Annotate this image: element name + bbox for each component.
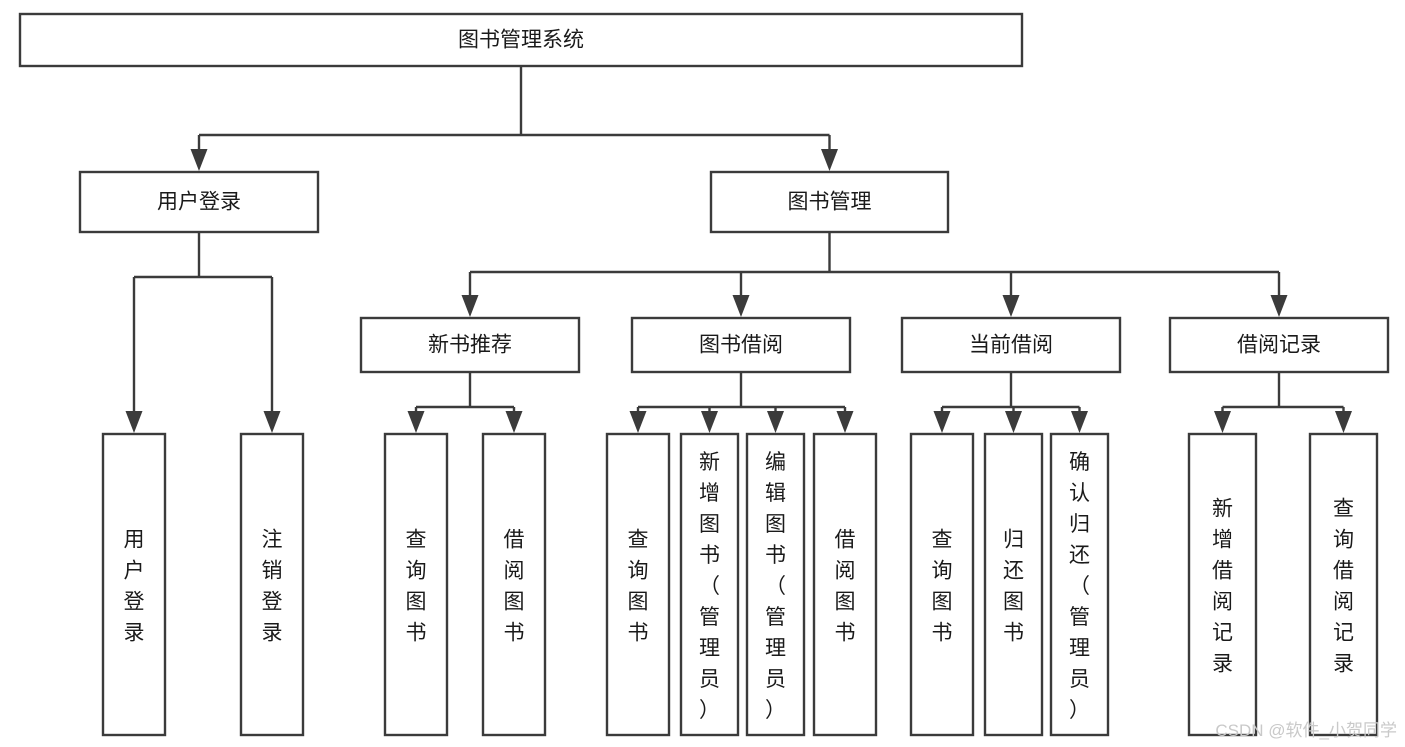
node-leaf-return-book[interactable]: 归还图书 <box>983 432 1044 737</box>
node-label-leaf-borrow-book-2: 借阅图书 <box>835 529 856 645</box>
node-leaf-confirm-return[interactable]: 确认归还（管理员） <box>1049 432 1110 737</box>
edge-group-root <box>190 66 838 171</box>
node-box-leaf-query-book-3[interactable] <box>909 432 975 737</box>
node-label-root: 图书管理系统 <box>458 29 584 52</box>
node-box-borrow-records[interactable] <box>1168 316 1390 374</box>
node-label-new-book-rec: 新书推荐 <box>428 334 512 357</box>
node-box-leaf-add-book[interactable] <box>679 432 740 737</box>
node-box-leaf-query-book-2[interactable] <box>605 432 671 737</box>
node-label-leaf-query-book-1: 查询图书 <box>406 529 427 645</box>
node-book-manage[interactable]: 图书管理 <box>709 170 950 234</box>
node-box-leaf-user-login[interactable] <box>101 432 167 737</box>
node-box-leaf-query-record[interactable] <box>1308 432 1379 737</box>
node-leaf-add-record[interactable]: 新增借阅记录 <box>1187 432 1258 737</box>
edge-group-user-login <box>125 232 281 433</box>
node-label-current-borrow: 当前借阅 <box>969 334 1053 357</box>
node-label-borrow-records: 借阅记录 <box>1237 334 1321 357</box>
node-label-user-login: 用户登录 <box>157 191 241 214</box>
node-box-leaf-edit-book[interactable] <box>745 432 806 737</box>
node-label-leaf-confirm-return: 确认归还（管理员） <box>1069 451 1090 722</box>
edge-group-new-book-rec <box>407 372 523 433</box>
edge-group-current-borrow <box>933 372 1088 433</box>
node-leaf-user-login[interactable]: 用户登录 <box>101 432 167 737</box>
node-leaf-query-book-3[interactable]: 查询图书 <box>909 432 975 737</box>
node-label-leaf-edit-book: 编辑图书（管理员） <box>765 451 786 722</box>
node-leaf-borrow-book-2[interactable]: 借阅图书 <box>812 432 878 737</box>
node-label-leaf-query-record: 查询借阅记录 <box>1333 498 1354 676</box>
node-box-root[interactable] <box>18 12 1024 68</box>
node-label-book-manage: 图书管理 <box>788 191 872 214</box>
node-box-book-borrow[interactable] <box>630 316 852 374</box>
node-leaf-edit-book[interactable]: 编辑图书（管理员） <box>745 432 806 737</box>
node-box-leaf-user-logout[interactable] <box>239 432 305 737</box>
node-box-leaf-add-record[interactable] <box>1187 432 1258 737</box>
node-box-current-borrow[interactable] <box>900 316 1122 374</box>
node-box-leaf-query-book-1[interactable] <box>383 432 449 737</box>
node-label-leaf-return-book: 归还图书 <box>1003 529 1024 645</box>
node-root[interactable]: 图书管理系统 <box>18 12 1024 68</box>
node-borrow-records[interactable]: 借阅记录 <box>1168 316 1390 374</box>
node-leaf-query-record[interactable]: 查询借阅记录 <box>1308 432 1379 737</box>
edge-group-book-manage <box>461 232 1288 317</box>
node-box-leaf-return-book[interactable] <box>983 432 1044 737</box>
csdn-watermark: CSDN @软件_小贺同学 <box>1215 721 1397 740</box>
node-label-leaf-borrow-book-1: 借阅图书 <box>504 529 525 645</box>
node-leaf-borrow-book-1[interactable]: 借阅图书 <box>481 432 547 737</box>
node-box-leaf-borrow-book-1[interactable] <box>481 432 547 737</box>
node-user-login[interactable]: 用户登录 <box>78 170 320 234</box>
node-layer: 图书管理系统用户登录图书管理新书推荐图书借阅当前借阅借阅记录用户登录注销登录查询… <box>18 12 1390 737</box>
node-leaf-query-book-2[interactable]: 查询图书 <box>605 432 671 737</box>
node-current-borrow[interactable]: 当前借阅 <box>900 316 1122 374</box>
node-leaf-query-book-1[interactable]: 查询图书 <box>383 432 449 737</box>
node-box-new-book-rec[interactable] <box>359 316 581 374</box>
edge-group-borrow-records <box>1214 372 1352 433</box>
node-box-user-login[interactable] <box>78 170 320 234</box>
node-label-leaf-add-book: 新增图书（管理员） <box>699 451 720 722</box>
node-box-book-manage[interactable] <box>709 170 950 234</box>
node-label-book-borrow: 图书借阅 <box>699 334 783 357</box>
node-box-leaf-borrow-book-2[interactable] <box>812 432 878 737</box>
node-label-leaf-query-book-2: 查询图书 <box>628 529 649 645</box>
node-leaf-add-book[interactable]: 新增图书（管理员） <box>679 432 740 737</box>
node-label-leaf-query-book-3: 查询图书 <box>932 529 953 645</box>
node-leaf-user-logout[interactable]: 注销登录 <box>239 432 305 737</box>
edge-group-book-borrow <box>629 372 854 433</box>
node-book-borrow[interactable]: 图书借阅 <box>630 316 852 374</box>
node-label-leaf-user-login: 用户登录 <box>124 529 145 645</box>
node-new-book-rec[interactable]: 新书推荐 <box>359 316 581 374</box>
node-label-leaf-user-logout: 注销登录 <box>262 529 283 645</box>
connector-layer <box>125 66 1352 433</box>
node-box-leaf-confirm-return[interactable] <box>1049 432 1110 737</box>
node-label-leaf-add-record: 新增借阅记录 <box>1212 498 1233 676</box>
